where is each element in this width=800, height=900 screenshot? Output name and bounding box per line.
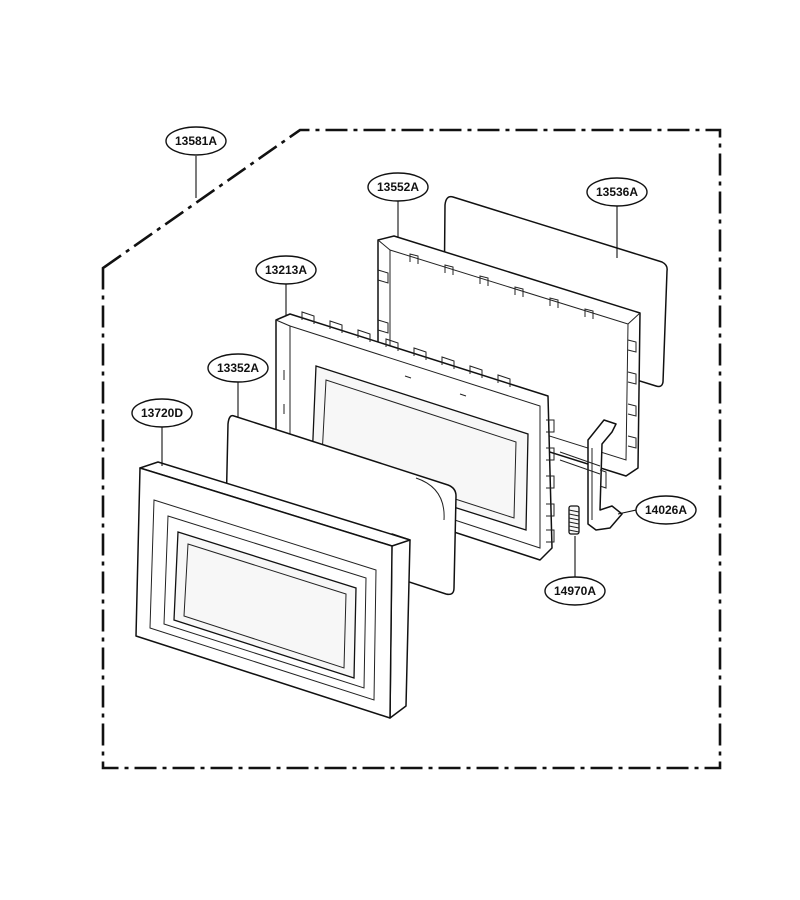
spring-part bbox=[568, 505, 580, 535]
callout-13720D: 13720D bbox=[131, 398, 193, 428]
label-14026A: 14026A bbox=[645, 503, 687, 517]
latch-hook-part bbox=[587, 419, 623, 531]
callout-14026A: 14026A bbox=[635, 495, 697, 525]
callout-13536A: 13536A bbox=[586, 177, 648, 207]
door-front-part bbox=[135, 461, 411, 719]
inner-door-part bbox=[275, 311, 555, 561]
callout-13352A: 13352A bbox=[207, 353, 269, 383]
assembly-boundary bbox=[101, 128, 722, 770]
label-13536A: 13536A bbox=[596, 185, 638, 199]
label-13213A: 13213A bbox=[265, 263, 307, 277]
label-14970A: 14970A bbox=[554, 584, 596, 598]
callout-14970A: 14970A bbox=[544, 576, 606, 606]
callout-13581A: 13581A bbox=[165, 126, 227, 156]
callout-13552A: 13552A bbox=[367, 172, 429, 202]
callout-13213A: 13213A bbox=[255, 255, 317, 285]
label-13352A: 13352A bbox=[217, 361, 259, 375]
label-13552A: 13552A bbox=[377, 180, 419, 194]
label-13581A: 13581A bbox=[175, 134, 217, 148]
label-13720D: 13720D bbox=[141, 406, 183, 420]
